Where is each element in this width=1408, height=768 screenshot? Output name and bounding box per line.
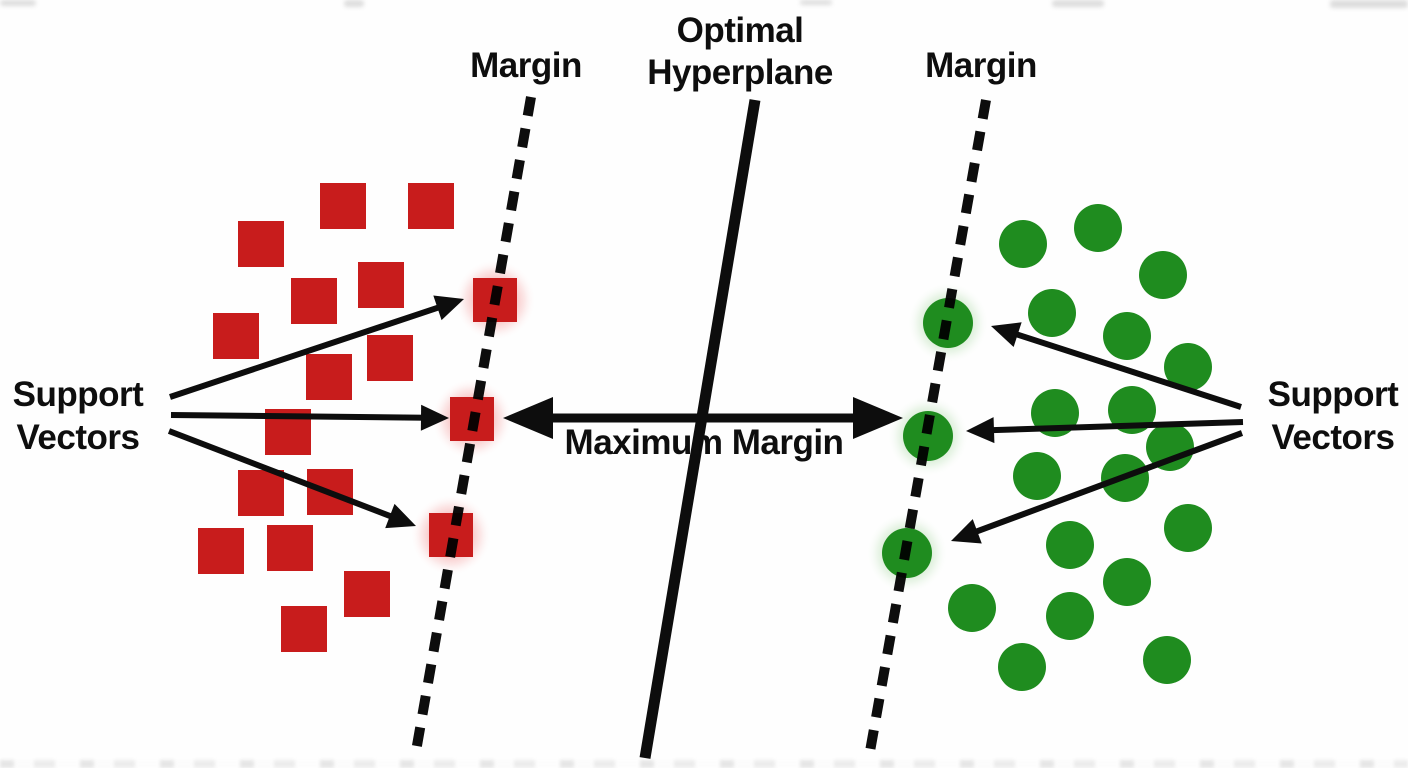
green-circle-point bbox=[1103, 558, 1151, 606]
red-square-point bbox=[238, 470, 284, 516]
support-vector-circle bbox=[903, 411, 953, 461]
red-square-point bbox=[344, 571, 390, 617]
green-circle-point bbox=[1074, 204, 1122, 252]
support-vector-arrow-left-2-head bbox=[420, 404, 449, 431]
support-vectors-right-label: Support Vectors bbox=[1251, 373, 1408, 459]
support-vector-arrow-left-3-head bbox=[385, 503, 416, 529]
green-circle-point bbox=[1164, 343, 1212, 391]
support-vectors-left-line2: Vectors bbox=[16, 418, 140, 457]
optimal-hyperplane-line bbox=[639, 99, 761, 759]
support-vector-arrow-left-3-shaft bbox=[167, 428, 397, 521]
red-square-point bbox=[291, 278, 337, 324]
red-square-point bbox=[198, 528, 244, 574]
green-circle-point bbox=[1143, 636, 1191, 684]
support-vector-arrow-left-2-shaft bbox=[170, 412, 427, 421]
green-circle-point bbox=[998, 643, 1046, 691]
red-square-point bbox=[267, 525, 313, 571]
support-vector-arrow-right-3-shaft bbox=[970, 430, 1244, 537]
red-square-point bbox=[367, 335, 413, 381]
optimal-hyperplane-line2: Hyperplane bbox=[647, 53, 833, 92]
red-square-point bbox=[320, 183, 366, 229]
bottom-noise-band bbox=[0, 760, 1408, 768]
support-vectors-right-line1: Support bbox=[1267, 375, 1399, 414]
support-vector-arrow-right-1-shaft bbox=[1011, 330, 1242, 410]
maximum-margin-arrow-head bbox=[853, 397, 903, 439]
green-circle-point bbox=[1013, 452, 1061, 500]
maximum-margin-arrow-head bbox=[503, 397, 553, 439]
green-circle-point bbox=[1108, 386, 1156, 434]
green-circle-point bbox=[1046, 592, 1094, 640]
green-circle-point bbox=[1139, 251, 1187, 299]
support-vector-arrow-right-2-head bbox=[966, 417, 995, 444]
green-circle-point bbox=[1146, 423, 1194, 471]
edge-artifact bbox=[344, 0, 364, 7]
edge-artifact bbox=[800, 0, 832, 5]
margin-line-right bbox=[864, 99, 991, 758]
boundary-lines-layer bbox=[410, 96, 991, 759]
green-circle-point bbox=[1164, 504, 1212, 552]
red-square-point bbox=[358, 262, 404, 308]
support-vector-arrow-left-1-head bbox=[433, 295, 464, 321]
support-vector-arrow-right-2-shaft bbox=[988, 419, 1244, 434]
red-square-point bbox=[213, 313, 259, 359]
edge-artifact bbox=[0, 0, 36, 6]
green-circle-point bbox=[1046, 521, 1094, 569]
red-square-point bbox=[408, 183, 454, 229]
green-circle-point bbox=[948, 584, 996, 632]
green-circle-point bbox=[1028, 289, 1076, 337]
margin-line-left bbox=[410, 96, 536, 758]
support-vector-arrow-right-3-head bbox=[951, 519, 982, 544]
red-square-point bbox=[281, 606, 327, 652]
maximum-margin-label: Maximum Margin bbox=[564, 423, 844, 462]
support-vectors-left-line1: Support bbox=[12, 375, 144, 414]
margin-right-label: Margin bbox=[925, 46, 1037, 85]
optimal-hyperplane-label: Optimal Hyperplane bbox=[590, 10, 890, 94]
red-square-point bbox=[306, 354, 352, 400]
arrows-layer bbox=[167, 295, 1244, 544]
edge-artifact bbox=[1052, 0, 1104, 7]
green-circle-point bbox=[1103, 312, 1151, 360]
optimal-hyperplane-line1: Optimal bbox=[676, 11, 804, 50]
support-vector-arrow-left-1-shaft bbox=[169, 303, 444, 400]
edge-artifact bbox=[1330, 0, 1408, 8]
support-vector-arrow-right-1-head bbox=[991, 322, 1022, 347]
margin-left-label: Margin bbox=[470, 46, 582, 85]
data-points-layer bbox=[198, 183, 1212, 691]
green-circle-point bbox=[999, 220, 1047, 268]
red-square-point bbox=[238, 221, 284, 267]
support-vectors-right-line2: Vectors bbox=[1271, 418, 1395, 457]
support-vectors-left-label: Support Vectors bbox=[0, 373, 160, 459]
